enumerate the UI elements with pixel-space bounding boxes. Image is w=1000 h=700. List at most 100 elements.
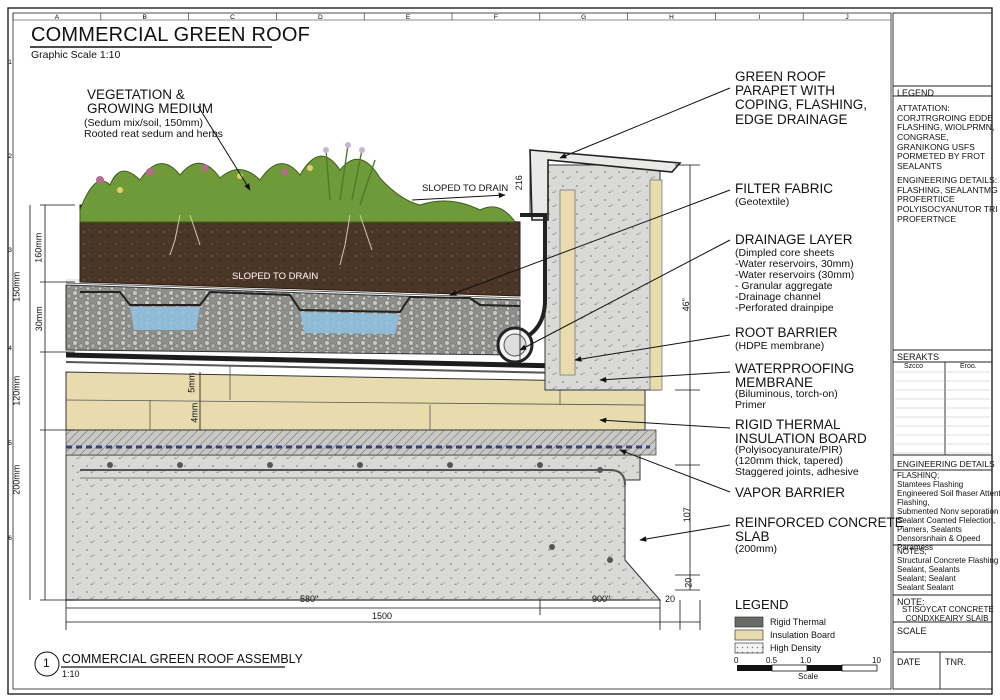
assembly-scale: 1:10 (62, 669, 80, 679)
dim-left-30: 30mm (33, 306, 44, 332)
tb-notes: NOTES; Structural Concrete Flashing Seal… (897, 547, 999, 592)
dim-inner-4: 4mm (189, 402, 200, 423)
scale-note: Graphic Scale 1:10 (31, 49, 121, 61)
desc-vegetation: (Sedum mix/soil, 150mm) Rooted reat sedu… (84, 117, 223, 141)
insulation-board (65, 366, 646, 431)
dim-left-160: 160mm (33, 232, 44, 263)
label-parapet: GREEN ROOF PARAPET WITH COPING, FLASHING… (735, 69, 868, 127)
concrete-slab (65, 454, 662, 601)
grid-letter: G (581, 14, 586, 21)
leader-filter (449, 189, 731, 296)
legend-swatch-dark (734, 616, 764, 628)
grid-number: 6 (8, 535, 12, 542)
desc-root: (HDPE membrane) (735, 340, 825, 352)
grid-letter: A (55, 14, 60, 21)
grid-letter: I (758, 14, 760, 21)
tb-serakts-col: Szcco (904, 363, 924, 370)
leader-waterproof (599, 371, 731, 383)
tb-note-text: STISOYCAT CONCRETE CONDXKEAIRY SLAIB (902, 605, 994, 623)
dim-left-200: 200mm (11, 464, 22, 495)
slope-label-top: SLOPED TO DRAIN (422, 183, 509, 194)
desc-filter: (Geotextile) (735, 196, 790, 208)
legend-item-label: Rigid Thermal (770, 617, 826, 627)
label-slab: REINFORCED CONCRETE SLAB (735, 515, 904, 545)
grid-letter: H (669, 14, 674, 21)
grid-letter: F (494, 14, 498, 21)
title-block-frame (892, 12, 993, 690)
assembly-number-circle (34, 651, 60, 677)
desc-insulation: (Polyisocyanurate/PIR) (120mm thick, tap… (735, 444, 859, 479)
dim-right-46: 46" (680, 298, 691, 312)
label-waterproof: WATERPROOFING MEMBRANE (735, 361, 855, 391)
leader-insulation (599, 417, 731, 429)
dim-left-120: 120mm (11, 375, 22, 406)
grid-number: 1 (8, 59, 12, 66)
grid-number: 5 (8, 440, 12, 447)
assembly-number: 1 (43, 656, 50, 670)
drawing-title: COMMERCIAL GREEN ROOF (31, 24, 311, 46)
dim-bottom-20: 20 (665, 594, 676, 604)
legend-swatch-dots (734, 642, 764, 654)
leader-root (574, 334, 731, 362)
grid-letter: C (230, 14, 235, 21)
vapor-barrier-band (65, 429, 657, 456)
leader-vegetation (197, 105, 251, 191)
scale-tick: 10 (872, 656, 881, 665)
dim-bottom-580: 580" (300, 594, 319, 604)
label-drainage: DRAINAGE LAYER (735, 232, 853, 247)
vegetation (79, 142, 516, 266)
grid-letter: E (406, 14, 411, 21)
tb-eng-details-1: ENGINEERING DETAILS: FLASHING, SEALANTMG… (897, 175, 998, 224)
label-root: ROOT BARRIER (735, 325, 838, 340)
slope-label-soil: SLOPED TO DRAIN (232, 271, 319, 282)
legend-title: LEGEND (735, 597, 789, 612)
scale-tick: 0.5 (766, 656, 778, 665)
tb-serakts-col: Eroo. (960, 363, 977, 370)
tb-attatation: ATTATATION: CORJTRGROING EDDE FLASHING, … (897, 103, 995, 171)
label-insulation: RIGID THERMAL INSULATION BOARD (735, 417, 867, 447)
legend-item-label: High Density (770, 643, 822, 653)
grid-letter: B (143, 14, 147, 21)
label-vegetation: VEGETATION & GROWING MEDIUM (87, 87, 213, 117)
dim-inner-5: 5mm (186, 372, 197, 393)
dim-bottom-900: 900" (592, 594, 611, 604)
scale-caption: Scale (798, 672, 819, 681)
drainage-layer (65, 284, 521, 356)
scale-tick: 1.0 (800, 656, 812, 665)
desc-slab: (200mm) (735, 543, 778, 555)
desc-waterproof: (Biluminous, torch-on) Primer (735, 388, 838, 412)
tb-date-label: DATE (897, 657, 921, 667)
legend-swatch-tan (734, 629, 764, 641)
tb-eng-details-2: FLASHINQ; Stamtees Flashing Engineered S… (897, 471, 1000, 552)
grid-letter: J (845, 14, 848, 21)
grid-number: 3 (8, 247, 12, 254)
tb-serakts: SERAKTS (897, 352, 940, 362)
leader-vapor (619, 449, 731, 493)
dim-right-216: 216 (513, 175, 524, 191)
parapet (496, 149, 682, 391)
dim-left-150: 150mm (11, 271, 22, 302)
dim-right-20: 20 (683, 577, 694, 588)
grid-letter: D (318, 14, 323, 21)
grid-number: 4 (8, 345, 12, 352)
tb-tnr-label: TNR. (945, 657, 966, 667)
leader-parapet (559, 87, 731, 159)
tb-legend-header: LEGEND (897, 88, 935, 98)
dim-right-107: 107 (681, 507, 692, 523)
assembly-title: COMMERCIAL GREEN ROOF ASSEMBLY (62, 652, 304, 666)
tb-scale-label: SCALE (897, 626, 927, 636)
tb-eng-header: ENGINEERING DETAILS (897, 459, 995, 469)
scale-tick: 0 (734, 656, 739, 665)
legend-item-label: Insulation Board (770, 630, 836, 640)
desc-drainage: (Dimpled core sheets -Water reservoirs, … (735, 247, 855, 315)
scale-bar (737, 664, 878, 672)
dim-bottom-1500: 1500 (372, 611, 393, 621)
leader-slab (639, 524, 731, 542)
grid-reference-strip: A B C D E F G H I J 1 2 3 4 5 6 (8, 13, 849, 542)
tb-note-label: NOTE: (897, 597, 925, 607)
label-vapor: VAPOR BARRIER (735, 485, 846, 500)
leader-drainage (519, 239, 731, 351)
grid-number: 2 (8, 153, 12, 160)
